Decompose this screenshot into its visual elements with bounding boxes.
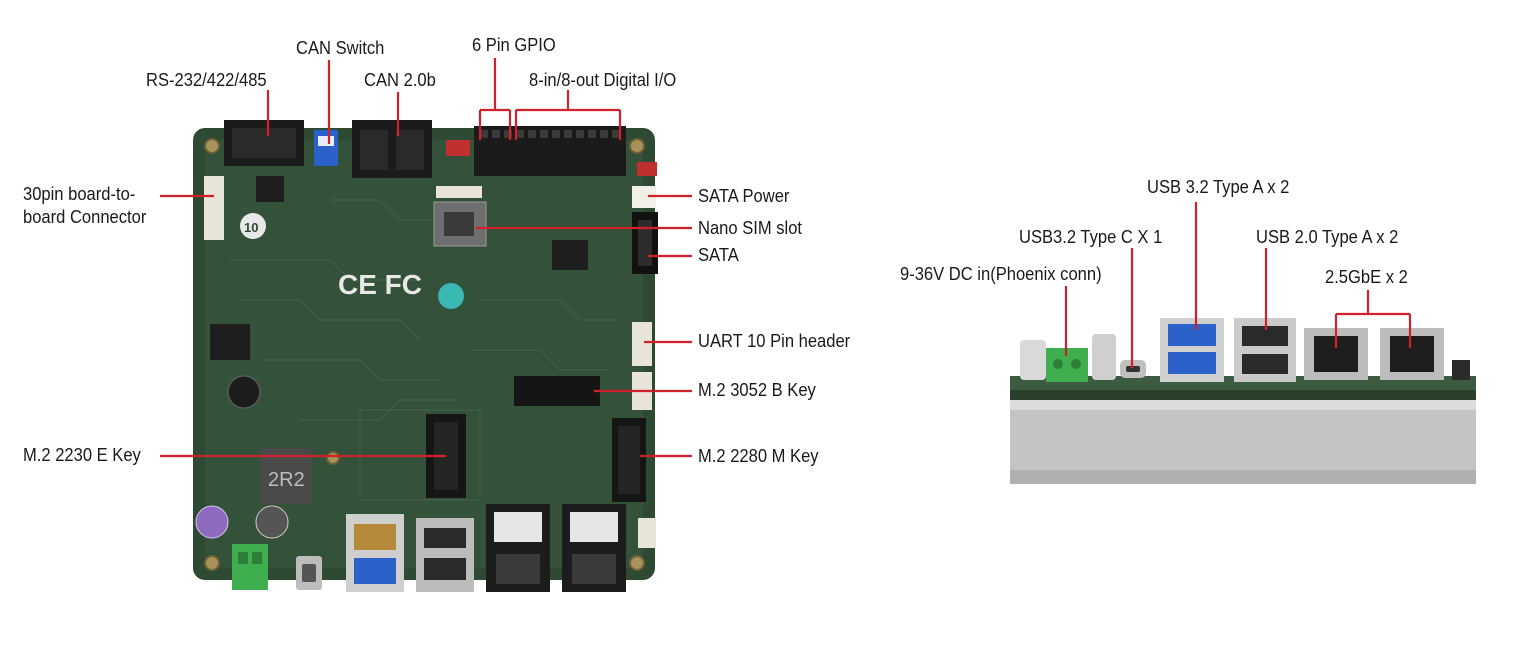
label-b2b-connector: 30pin board-to-board Connector: [23, 184, 147, 227]
b2b-connector: [204, 176, 224, 240]
label-gpio: 6 Pin GPIO: [472, 35, 556, 55]
label-nano-sim: Nano SIM slot: [698, 218, 803, 238]
leader-gbe: [1334, 290, 1412, 348]
label-digital-io: 8-in/8-out Digital I/O: [529, 70, 677, 90]
label-rs232: RS-232/422/485: [146, 70, 267, 90]
badge-mark: 10: [244, 220, 258, 235]
label-uart: UART 10 Pin header: [698, 331, 851, 351]
label-m2-b: M.2 3052 B Key: [698, 380, 816, 400]
leader-dio: [514, 90, 622, 140]
label-usb32c: USB3.2 Type C X 1: [1019, 227, 1163, 247]
label-m2-m: M.2 2280 M Key: [698, 446, 819, 466]
leader-gpio: [478, 58, 512, 140]
label-m2-e: M.2 2230 E Key: [23, 445, 141, 465]
label-gbe: 2.5GbE x 2: [1325, 267, 1408, 287]
label-can-switch: CAN Switch: [296, 38, 385, 58]
phoenix-dc-connector-top: [232, 544, 268, 590]
label-usb20a: USB 2.0 Type A x 2: [1256, 227, 1399, 247]
can-switch: [314, 130, 338, 166]
label-sata-power: SATA Power: [698, 186, 790, 206]
board-front-view: [1010, 318, 1476, 484]
uart-header: [632, 322, 652, 366]
inductor-text: 2R2: [268, 469, 305, 491]
label-usb32a: USB 3.2 Type A x 2: [1147, 177, 1290, 197]
label-sata: SATA: [698, 245, 739, 265]
label-can20b: CAN 2.0b: [364, 70, 436, 90]
sata-power-connector: [632, 186, 656, 208]
right-leader-lines: [1064, 202, 1412, 368]
label-dcin: 9-36V DC in(Phoenix conn): [900, 264, 1102, 284]
m2-b-key-slot: [514, 376, 600, 406]
ce-fcc-mark: CE FC: [338, 269, 422, 300]
inductor: [260, 448, 312, 504]
left-leader-lines: [160, 58, 692, 458]
